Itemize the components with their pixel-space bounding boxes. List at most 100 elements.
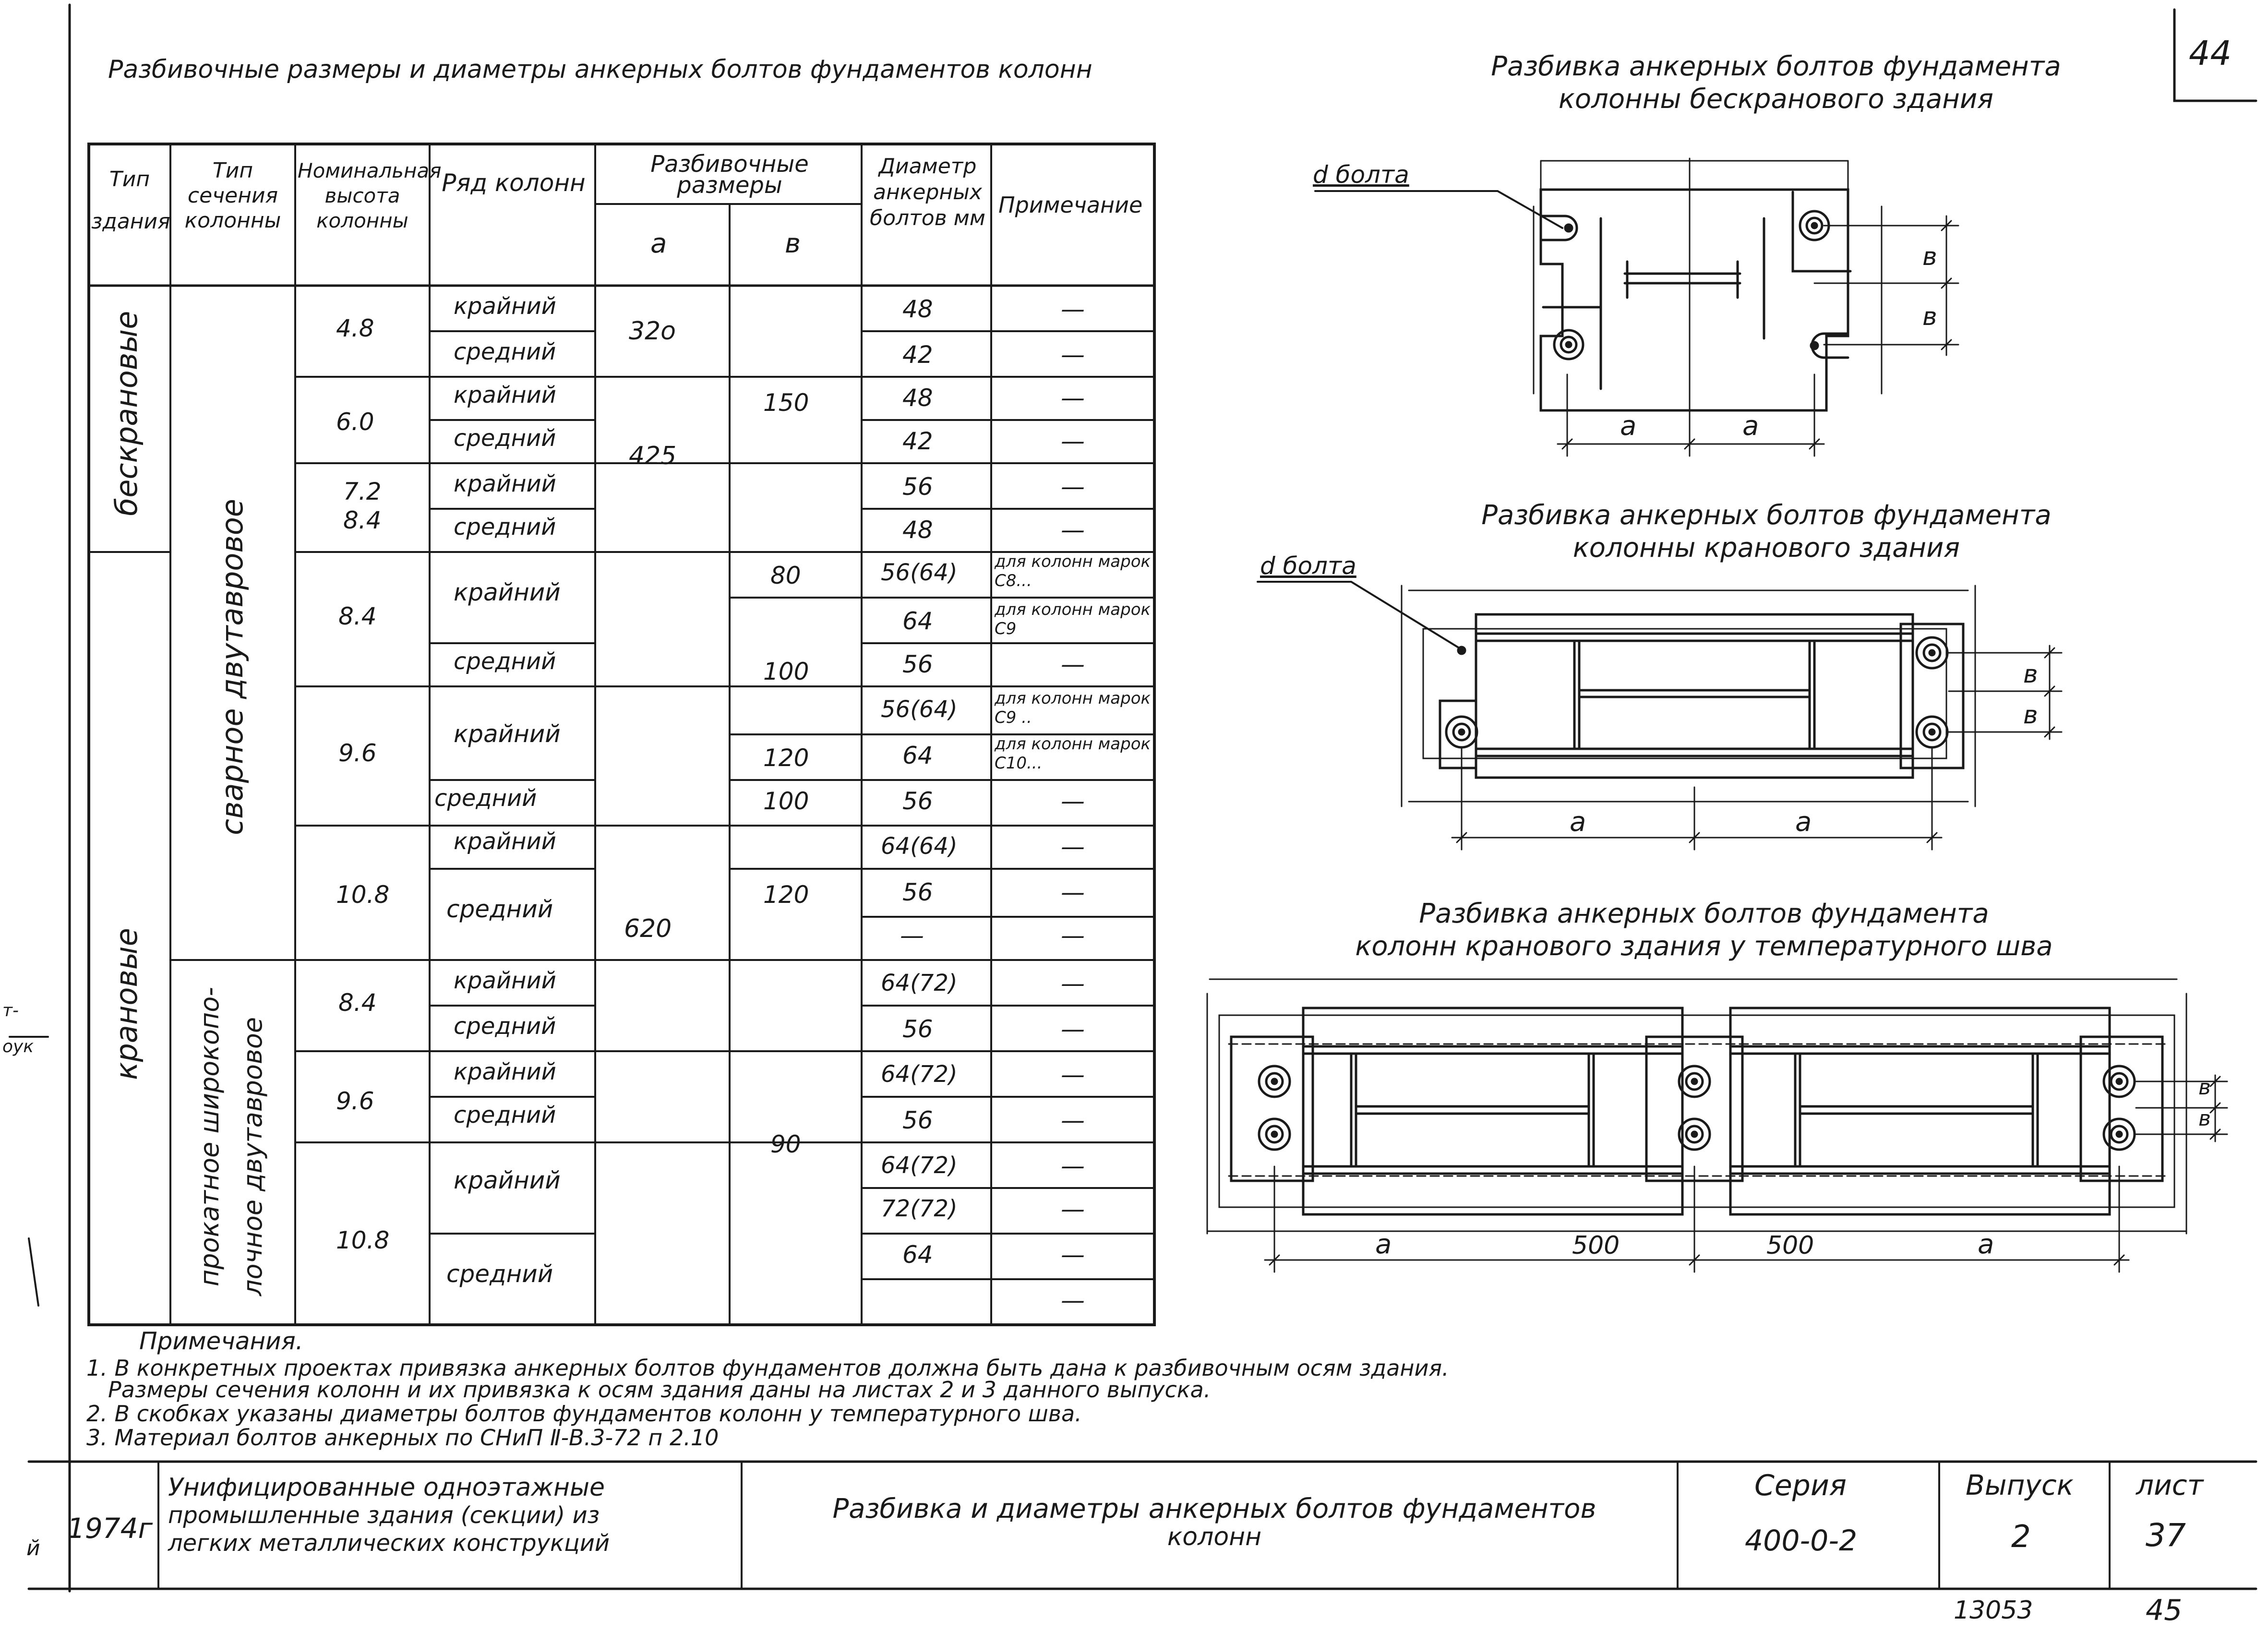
height-10-8-a: 10.8: [336, 881, 390, 909]
note-5: —: [1061, 473, 1085, 501]
diameter-16: 64(72): [881, 970, 958, 996]
title-block-issue-label: Выпуск: [1966, 1469, 2074, 1501]
note-14: —: [1061, 878, 1085, 906]
diameter-10: 56(64): [881, 696, 958, 723]
row-3: крайний: [454, 382, 556, 408]
header-row: Ряд колонн: [442, 169, 586, 197]
row-10: средний: [434, 785, 537, 812]
drawing-3-dim-500-left: 500: [1572, 1231, 1620, 1260]
drawing-1-bolt-label: d болта: [1313, 161, 1409, 189]
title-block-title-line-2: колонн: [1167, 1523, 1262, 1551]
b-value-100-a: 100: [763, 658, 809, 685]
table-grid: [87, 143, 1156, 1326]
height-9-6-b: 9.6: [336, 1087, 374, 1115]
diameter-5: 56: [902, 473, 933, 501]
row-4: средний: [454, 425, 556, 452]
drawing-1-dim-b-top: в: [1922, 242, 1937, 271]
height-9-6-a: 9.6: [338, 739, 377, 767]
diameter-3: 48: [902, 384, 933, 412]
building-type-crane: крановые: [109, 928, 144, 1080]
note-22: —: [1061, 1241, 1085, 1269]
drawing-2-bolt-label: d болта: [1260, 552, 1356, 580]
b-value-120-a: 120: [763, 744, 809, 772]
drawing-2-crane-column: [1257, 581, 2063, 851]
diameter-7: 56(64): [881, 559, 958, 586]
diameter-19: 56: [902, 1106, 933, 1134]
title-block-org: Унифицированные одноэтажные промышленные…: [168, 1474, 734, 1557]
diameter-13: 64(64): [881, 833, 958, 860]
b-value-90: 90: [770, 1130, 801, 1158]
bottom-code: 13053: [1954, 1596, 2033, 1625]
diameter-11: 64: [902, 742, 933, 769]
title-block-series: 400-0-2: [1745, 1524, 1858, 1558]
note-6: —: [1061, 516, 1085, 544]
drawing-1-dim-a-right: а: [1742, 410, 1759, 442]
drawing-3-dim-a-left: а: [1375, 1229, 1392, 1260]
title-block-grid: [157, 1461, 2111, 1590]
note-line-2: 2. В скобках указаны диаметры болтов фун…: [86, 1401, 1082, 1427]
title-block-org-line-2: промышленные здания (секции) из: [168, 1502, 600, 1529]
note-21: —: [1061, 1195, 1085, 1223]
bottom-page: 45: [2146, 1594, 2183, 1627]
title-block-org-line-3: легких металлических конструкций: [168, 1530, 610, 1557]
drawing-1-title-line-1: Разбивка анкерных болтов фундамента: [1491, 51, 2061, 82]
row-16: средний: [454, 1102, 556, 1128]
note-10: для колонн марок С9 ..: [995, 689, 1151, 727]
margin-mark-3: й: [26, 1536, 40, 1560]
note-13: —: [1061, 833, 1085, 861]
row-7: крайний: [454, 578, 561, 606]
diameter-17: 56: [902, 1015, 933, 1043]
note-2: —: [1061, 341, 1085, 369]
note-11: для колонн марок С10...: [995, 734, 1151, 773]
drawing-2-title: Разбивка анкерных болтов фундамента коло…: [1406, 499, 2126, 564]
notes-heading: Примечания.: [139, 1327, 303, 1355]
note-3: —: [1061, 384, 1085, 412]
title-block-title-line-1: Разбивка и диаметры анкерных болтов фунд…: [832, 1493, 1596, 1524]
a-value-425: 425: [629, 442, 677, 470]
height-7-2: 7.2: [343, 478, 382, 505]
drawing-2-dim-a-left: а: [1570, 806, 1586, 838]
drawing-2-title-line-2: колонны кранового здания: [1572, 532, 1960, 564]
note-20: —: [1061, 1152, 1085, 1180]
title-block-series-label: Серия: [1754, 1469, 1847, 1502]
title-block-title: Разбивка и диаметры анкерных болтов фунд…: [758, 1495, 1670, 1551]
header-section-type: Тип сечения колонны: [184, 158, 281, 233]
margin-marks: [9, 1036, 49, 1307]
row-17: крайний: [454, 1166, 561, 1194]
height-6-0: 6.0: [336, 408, 374, 436]
diameter-18: 64(72): [881, 1061, 958, 1088]
row-8: средний: [454, 648, 556, 675]
diameter-6: 48: [902, 516, 933, 544]
drawing-3-dim-a-right: а: [1978, 1229, 1994, 1260]
note-4: —: [1061, 427, 1085, 455]
height-8-4-a: 8.4: [343, 506, 382, 534]
drawing-2-title-line-1: Разбивка анкерных болтов фундамента: [1481, 500, 2052, 531]
note-23: —: [1061, 1286, 1085, 1314]
drawing-1-title-line-2: колонны бескранового здания: [1559, 84, 1993, 115]
drawing-3-title-line-2: колонн кранового здания у температурного…: [1355, 931, 2053, 962]
b-value-80: 80: [770, 562, 801, 589]
drawing-3-title: Разбивка анкерных болтов фундамента коло…: [1272, 898, 2136, 963]
diameter-9: 56: [902, 650, 933, 678]
note-12: —: [1061, 787, 1085, 815]
note-9: —: [1061, 650, 1085, 678]
sheet-frame: [27, 3, 2257, 1593]
note-1: —: [1061, 295, 1085, 323]
section-type-rolled-2: лочное двутавровое: [238, 1017, 268, 1296]
row-15: крайний: [454, 1058, 556, 1085]
diameter-22: 64: [902, 1241, 933, 1269]
note-8: для колонн марок С9: [995, 600, 1151, 638]
drawing-3-dim-b-top: в: [2198, 1075, 2211, 1100]
header-note: Примечание: [998, 192, 1143, 218]
drawing-2-dim-b-top: в: [2023, 660, 2038, 689]
row-5: крайний: [454, 470, 556, 497]
row-18: средний: [446, 1260, 553, 1288]
note-line-1b: Размеры сечения колонн и их привязка к о…: [108, 1377, 1211, 1403]
note-17: —: [1061, 1015, 1085, 1043]
height-10-8-b: 10.8: [336, 1226, 390, 1254]
drawing-3-temperature-joint: [1206, 978, 2228, 1273]
drawing-2-dim-b-bottom: в: [2023, 701, 2038, 730]
header-nominal-height: Номинальная высота колонны: [298, 159, 442, 232]
height-4-8: 4.8: [336, 314, 374, 342]
